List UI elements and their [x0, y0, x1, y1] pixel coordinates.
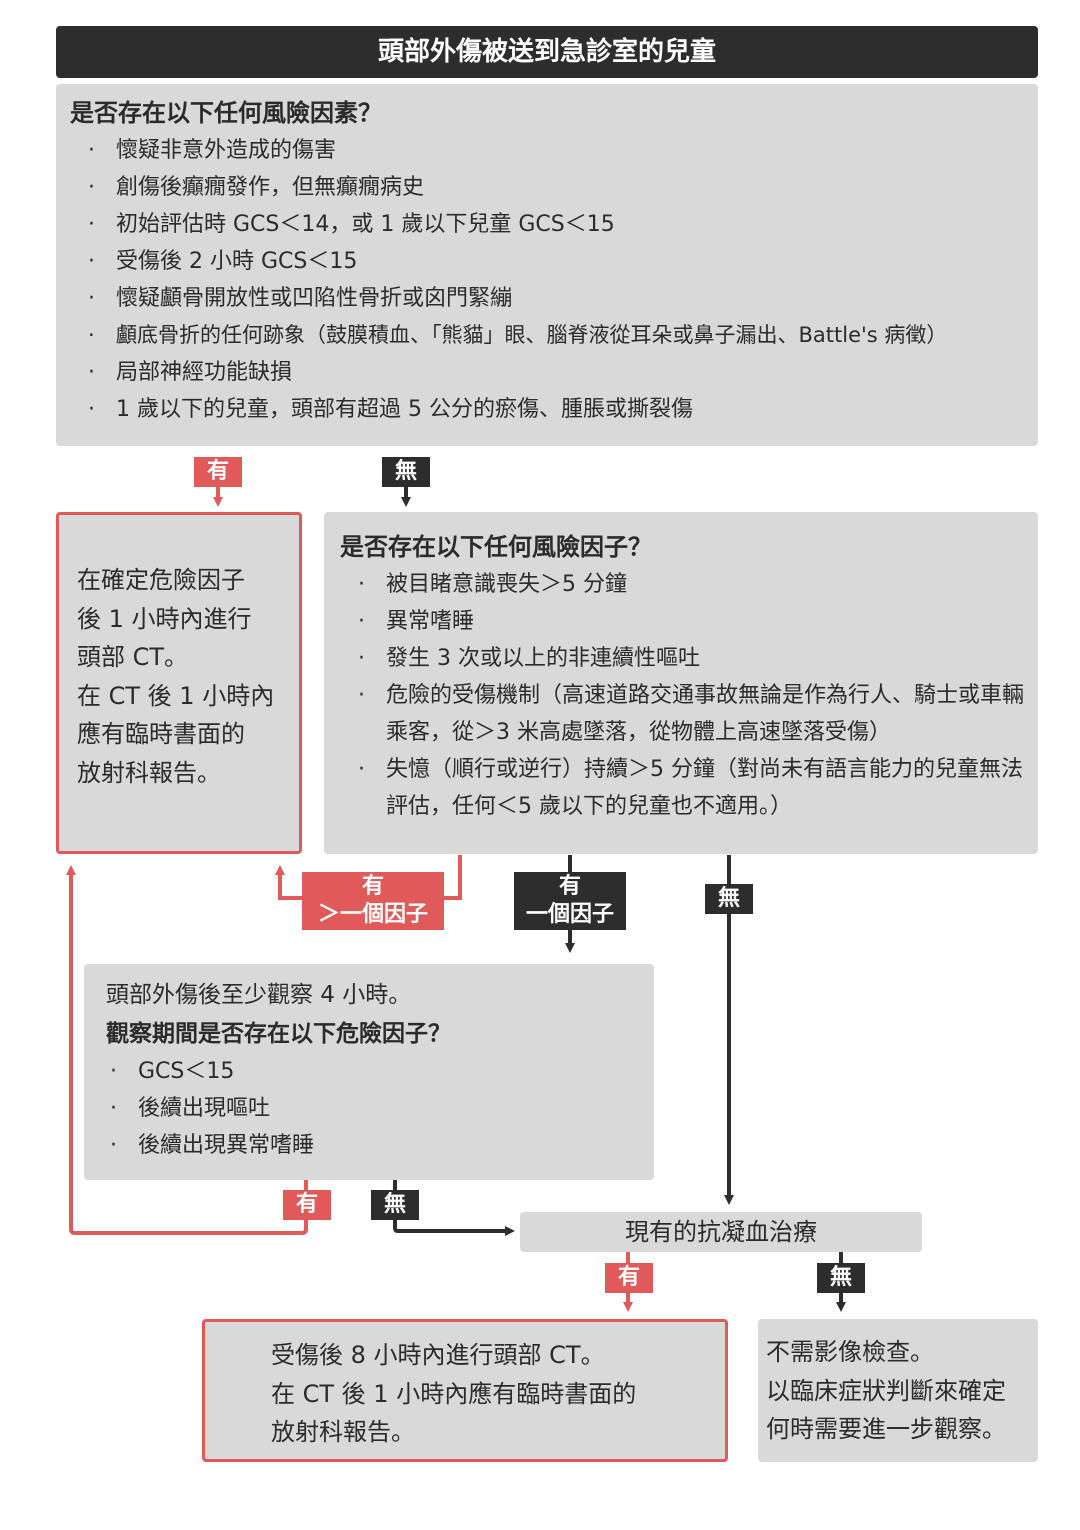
q2-item: 發生 3 次或以上的非連續性嘔吐	[340, 640, 1024, 677]
anticoag-box: 現有的抗凝血治療	[520, 1212, 922, 1252]
arrow-observe-no	[393, 1180, 515, 1236]
label-anticoag-yes: 有	[605, 1263, 653, 1293]
label-observe-yes: 有	[283, 1190, 331, 1220]
q2-box: 是否存在以下任何風險因子？ 被目睹意識喪失＞5 分鐘 異常嗜睡 發生 3 次或以…	[324, 512, 1038, 854]
q1-item: 懷疑顱骨開放性或凹陷性骨折或囟門緊繃	[70, 280, 1024, 317]
noimage-line: 以臨床症狀判斷來確定	[766, 1376, 1006, 1405]
arrow-observe-yes	[66, 865, 308, 1235]
ct1-box: 在確定危險因子 後 1 小時內進行 頭部 CT。 在 CT 後 1 小時內 應有…	[56, 512, 302, 854]
q1-item: 顱底骨折的任何跡象（鼓膜積血、「熊貓」眼、腦脊液從耳朵或鼻子漏出、Battle'…	[70, 317, 1024, 354]
q2-title: 是否存在以下任何風險因子？	[340, 533, 652, 561]
label-anticoag-no: 無	[817, 1263, 865, 1293]
label-q2-one: 有 一個因子	[514, 872, 626, 930]
ct1-line: 後 1 小時內進行	[77, 604, 252, 633]
q1-item: 1 歲以下的兒童，頭部有超過 5 公分的瘀傷、腫脹或撕裂傷	[70, 391, 1024, 428]
label-q2-no: 無	[705, 884, 753, 914]
q1-list: 懷疑非意外造成的傷害 創傷後癲癇發作，但無癲癇病史 初始評估時 GCS＜14，或…	[70, 132, 1024, 428]
ct2-box: 受傷後 8 小時內進行頭部 CT。 在 CT 後 1 小時內應有臨時書面的 放射…	[202, 1319, 728, 1462]
label-q1-yes: 有	[194, 457, 242, 487]
observe-title: 觀察期間是否存在以下危險因子？	[106, 1020, 451, 1047]
noimage-line: 何時需要進一步觀察。	[766, 1415, 1006, 1443]
observe-list: GCS＜15 後續出現嘔吐 後續出現異常嗜睡	[92, 1053, 640, 1164]
q1-item: 受傷後 2 小時 GCS＜15	[70, 243, 1024, 280]
q2-item: 被目睹意識喪失＞5 分鐘	[340, 566, 1024, 603]
q1-title: 是否存在以下任何風險因素？	[70, 99, 382, 127]
flowchart-title: 頭部外傷被送到急診室的兒童	[56, 26, 1038, 78]
ct1-line: 應有臨時書面的	[77, 720, 245, 748]
q1-item: 創傷後癲癇發作，但無癲癇病史	[70, 169, 1024, 206]
label-q2-one-line: 一個因子	[525, 902, 614, 927]
label-q2-multi-line: ＞一個因子	[317, 902, 428, 927]
q1-item: 局部神經功能缺損	[70, 354, 1024, 391]
ct1-line: 在確定危險因子	[77, 566, 245, 594]
label-q2-multi-line: 有	[361, 874, 384, 899]
ct2-line: 在 CT 後 1 小時內應有臨時書面的	[271, 1379, 637, 1408]
noimage-box: 不需影像檢查。 以臨床症狀判斷來確定 何時需要進一步觀察。	[758, 1319, 1038, 1462]
ct2-line: 放射科報告。	[271, 1418, 415, 1446]
observe-item: 後續出現嘔吐	[92, 1090, 640, 1127]
observe-line: 頭部外傷後至少觀察 4 小時。	[106, 982, 412, 1008]
q1-item: 懷疑非意外造成的傷害	[70, 132, 1024, 169]
q1-item: 初始評估時 GCS＜14，或 1 歲以下兒童 GCS＜15	[70, 206, 1024, 243]
ct2-line: 受傷後 8 小時內進行頭部 CT。	[271, 1341, 605, 1369]
q2-item: 危險的受傷機制（高速道路交通事故無論是作為行人、騎士或車輛乘客，從＞3 米高處墜…	[340, 677, 1024, 751]
q2-list: 被目睹意識喪失＞5 分鐘 異常嗜睡 發生 3 次或以上的非連續性嘔吐 危險的受傷…	[340, 566, 1024, 825]
observe-box: 頭部外傷後至少觀察 4 小時。 觀察期間是否存在以下危險因子？ GCS＜15 後…	[84, 964, 654, 1180]
observe-item: GCS＜15	[92, 1053, 640, 1090]
ct1-line: 頭部 CT。	[77, 643, 189, 671]
label-observe-no: 無	[371, 1190, 419, 1220]
label-q2-one-line: 有	[558, 874, 581, 899]
observe-item: 後續出現異常嗜睡	[92, 1127, 640, 1164]
ct1-line: 在 CT 後 1 小時內	[77, 681, 275, 710]
q2-item: 失憶（順行或逆行）持續＞5 分鐘（對尚未有語言能力的兒童無法評估，任何＜5 歲以…	[340, 751, 1024, 825]
noimage-line: 不需影像檢查。	[766, 1338, 934, 1366]
ct1-line: 放射科報告。	[77, 758, 221, 787]
q2-item: 異常嗜睡	[340, 603, 1024, 640]
label-q1-no: 無	[382, 457, 430, 487]
q1-box: 是否存在以下任何風險因素？ 懷疑非意外造成的傷害 創傷後癲癇發作，但無癲癇病史 …	[56, 84, 1038, 446]
label-q2-multi: 有 ＞一個因子	[302, 872, 444, 930]
